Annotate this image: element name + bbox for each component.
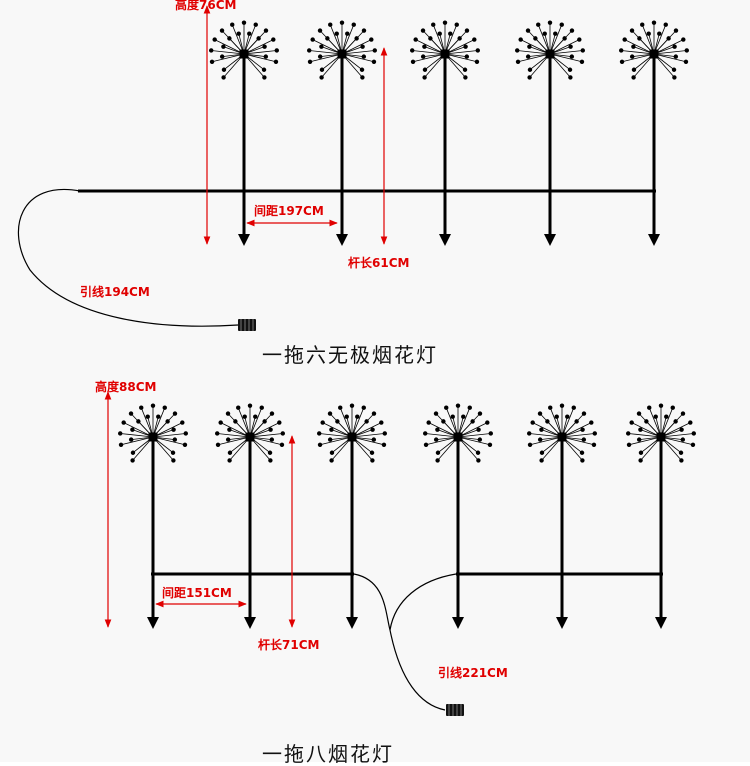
pole-arrowhead [238,234,250,246]
bottom-pole-length-label: 杆长71CM [258,638,320,652]
firework-lamp-head [410,20,480,80]
pole-arrowhead [346,617,358,629]
bottom-diagram-title: 一拖八烟花灯 [262,742,394,766]
lead-wire-branch [389,573,457,631]
pole-arrowhead [452,617,464,629]
bottom-lead-length-label: 引线221CM [438,666,508,680]
firework-lamp-head [307,20,377,80]
lead-wire [353,573,446,711]
bottom-spacing-label: 间距151CM [162,586,232,600]
firework-lamp-head [423,403,493,463]
pole-arrowhead [544,234,556,246]
top-diagram-title: 一拖六无极烟花灯 [262,343,438,367]
top-spacing-label: 间距197CM [254,204,324,218]
plug-connector [446,704,464,716]
pole-arrowhead [244,617,256,629]
firework-lamp-head [317,403,387,463]
pole-arrowhead [147,617,159,629]
firework-lamp-head [619,20,689,80]
firework-lamp-head [527,403,597,463]
pole-arrowhead [336,234,348,246]
firework-lamp-head [209,20,279,80]
firework-lamp-head [118,403,188,463]
pole-arrowhead [655,617,667,629]
firework-lamp-head [515,20,585,80]
firework-lamp-head [215,403,285,463]
plug-connector [238,319,256,331]
firework-lamp-head [626,403,696,463]
lead-wire [17,188,239,327]
top-height-label: 高度76CM [175,0,237,12]
pole-arrowhead [439,234,451,246]
pole-arrowhead [648,234,660,246]
top-pole-length-label: 杆长61CM [348,256,410,270]
pole-arrowhead [556,617,568,629]
top-lead-length-label: 引线194CM [80,285,150,299]
bottom-height-label: 高度88CM [95,380,157,394]
